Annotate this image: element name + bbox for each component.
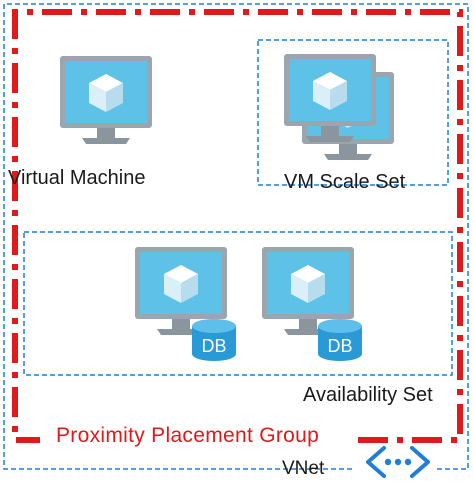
proximity-placement-group-label: Proximity Placement Group [56,424,320,447]
db-badge-text: DB [201,336,226,356]
db-badge-text: DB [327,336,352,356]
availability-set-label: Availability Set [303,384,433,406]
vnet-icon [366,446,430,478]
availability-vm-2-icon: DB [262,247,362,361]
ppg-border [12,9,463,443]
vm-scale-set-icon [284,54,394,160]
availability-set-group-box [23,231,453,376]
virtual-machine-label: Virtual Machine [8,167,146,189]
vnet-border [3,3,469,470]
vm-scale-set-label: VM Scale Set [284,171,406,193]
virtual-machine-icon [60,56,152,144]
availability-vm-1-icon: DB [135,247,236,361]
vnet-label: VNet [282,458,325,479]
database-icon: DB [318,319,362,361]
database-icon: DB [192,319,236,361]
